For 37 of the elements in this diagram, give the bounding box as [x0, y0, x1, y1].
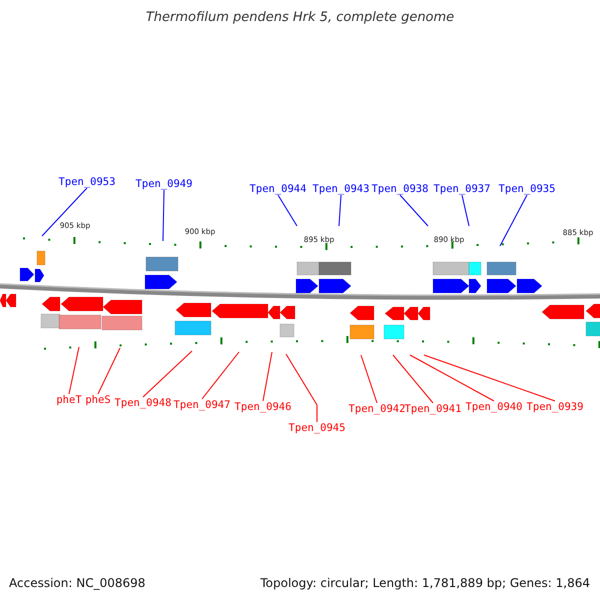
- gene-label: Tpen_0939: [526, 401, 584, 413]
- gene-label: Tpen_0949: [136, 178, 192, 190]
- leader-line: [162, 190, 164, 242]
- leader-line: [500, 194, 528, 246]
- gene-label: Tpen_0945: [288, 422, 346, 434]
- gene-label: Tpen_0938: [372, 183, 428, 195]
- leader-line: [202, 352, 240, 400]
- leader-line: [392, 354, 434, 404]
- gene-label: Tpen_0944: [250, 183, 306, 195]
- leader-line: [360, 354, 378, 404]
- leader-line: [142, 350, 192, 398]
- gene-label: Tpen_0943: [312, 183, 370, 195]
- leader-line: [42, 188, 88, 236]
- footer-text: Topology: circular; Length: 1,781,889 bp; Genes: 1,864: [260, 576, 590, 590]
- gene-label: Tpen_0947: [174, 399, 230, 411]
- leader-line: [462, 194, 470, 226]
- leader-line: [400, 194, 428, 226]
- leader-line: [68, 346, 80, 394]
- leader-line: [410, 354, 494, 402]
- gene-label: Tpen_0935: [498, 183, 556, 195]
- gene-label: Tpen_0940: [466, 401, 522, 413]
- gene-label: Tpen_0942: [348, 403, 406, 415]
- gene-label: Tpen_0937: [434, 183, 490, 195]
- leader-line: [338, 194, 342, 226]
- leader-line: [424, 354, 556, 402]
- gene-label: pheS: [85, 394, 111, 406]
- gene-label: Tpen_0953: [58, 176, 116, 188]
- leader-line: [278, 194, 298, 226]
- leader-line: [98, 348, 120, 394]
- gene-label: Tpen_0941: [404, 403, 462, 415]
- leader-line: [286, 354, 318, 422]
- footer-text: Accession: NC_008698: [9, 576, 146, 590]
- leader-line: [262, 352, 272, 402]
- gene-label: pheT: [56, 394, 82, 406]
- gene-label: Tpen_0948: [114, 397, 172, 409]
- gene-label: Tpen_0946: [234, 401, 292, 413]
- title: Thermofilum pendens Hrk 5, complete genome: [144, 10, 456, 25]
